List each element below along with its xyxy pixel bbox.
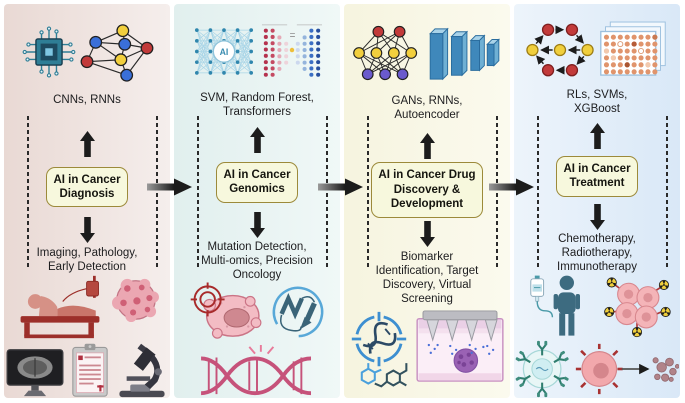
- dna-mutation-icon: [200, 344, 312, 396]
- applications-label: Chemotherapy, Radiotherapy, Immunotherap…: [557, 232, 637, 273]
- stage-box-drug-discovery: AI in Cancer Drug Discovery & Developmen…: [371, 162, 483, 218]
- dashed-line-left: [537, 116, 539, 270]
- rl-state-graph-icon: [525, 23, 594, 77]
- molecules-icon: [360, 363, 408, 388]
- gan-network-icon: [352, 25, 417, 81]
- stage-box-treatment: AI in Cancer Treatment: [556, 155, 638, 197]
- dashed-line-right: [666, 116, 668, 270]
- applications-label: Mutation Detection, Multi-omics, Precisi…: [201, 240, 313, 281]
- arrow-down-icon: [249, 211, 265, 238]
- arrow-down-icon: [79, 217, 95, 244]
- genomics-top-icons: AI: [191, 4, 324, 91]
- heatmap-plate-icon: [599, 21, 666, 77]
- panel-genomics: AI SVM, Random Forest, Transformers AI i…: [174, 4, 340, 398]
- autoencoder-dots-icon: [261, 24, 322, 78]
- stage-box-genomics: AI in Cancer Genomics: [216, 162, 298, 203]
- dashed-line-left: [197, 116, 199, 270]
- arrow-up-icon: [79, 130, 95, 157]
- diagnosis-bottom-icons: [4, 274, 170, 398]
- patient-iv-drip-icon: [530, 275, 580, 336]
- flow-arrow-diagnosis-to-genomics: [147, 178, 192, 196]
- immune-attack-icon: [575, 343, 679, 395]
- treatment-top-icons: [525, 4, 669, 88]
- arrow-up-icon: [419, 133, 435, 159]
- dashed-line-right: [496, 116, 498, 270]
- dashed-line-left: [367, 116, 369, 270]
- medical-report-clipboard-icon: [72, 343, 108, 397]
- targeted-cancer-cell-icon: [190, 282, 262, 339]
- treatment-bottom-icons: [514, 274, 680, 398]
- protein-structure-icon: [272, 286, 324, 338]
- stage-box-diagnosis: AI in Cancer Diagnosis: [46, 166, 128, 208]
- algorithms-label: GANs, RNNs, Autoencoder: [391, 95, 463, 122]
- genomics-bottom-icons: [174, 282, 340, 398]
- panel-drug-discovery: GANs, RNNs, Autoencoder AI in Cancer Dru…: [344, 4, 510, 398]
- dashed-line-right: [156, 116, 158, 270]
- arrow-up-icon: [589, 122, 605, 149]
- dashed-line-left: [27, 116, 29, 270]
- drug-discovery-bottom-icons: [344, 306, 510, 398]
- applications-label: Imaging, Pathology, Early Detection: [36, 246, 138, 273]
- scan-monitor-icon: [6, 349, 64, 397]
- neural-network-graph-icon: [80, 24, 153, 82]
- car-t-cell-icon: [515, 339, 571, 398]
- flow-arrow-drug-discovery-to-treatment: [489, 178, 534, 196]
- drug-discovery-top-icons: [352, 4, 502, 94]
- microchip-icon: [22, 26, 75, 78]
- algorithms-label: RLs, SVMs, XGBoost: [566, 88, 628, 115]
- tumor-cells-icon: [112, 278, 159, 322]
- algorithms-label: SVM, Random Forest, Transformers: [200, 91, 314, 118]
- flow-arrow-genomics-to-drug-discovery: [318, 178, 363, 196]
- ai-mesh-network-icon: AI: [194, 28, 253, 75]
- microscope-icon: [119, 343, 165, 398]
- microneedle-patch-tumor-icon: [416, 310, 504, 382]
- dna-target-icon: [351, 311, 407, 367]
- algorithms-label: CNNs, RNNs: [53, 93, 121, 106]
- irradiated-cancer-cells-icon: [604, 277, 671, 338]
- panel-diagnosis: CNNs, RNNs AI in Cancer Diagnosis Imagin…: [4, 4, 170, 398]
- applications-label: Biomarker Identification, Target Discove…: [375, 251, 479, 306]
- arrow-up-icon: [249, 127, 265, 154]
- conv-layers-icon: [428, 27, 500, 81]
- arrow-down-icon: [589, 203, 605, 230]
- patient-bed-iv-icon: [20, 275, 100, 339]
- ai-badge-label: AI: [219, 47, 228, 57]
- dashed-line-right: [326, 116, 328, 270]
- diagnosis-top-icons: [21, 4, 154, 93]
- panel-treatment: RLs, SVMs, XGBoost AI in Cancer Treatmen…: [514, 4, 680, 398]
- arrow-down-icon: [419, 221, 435, 247]
